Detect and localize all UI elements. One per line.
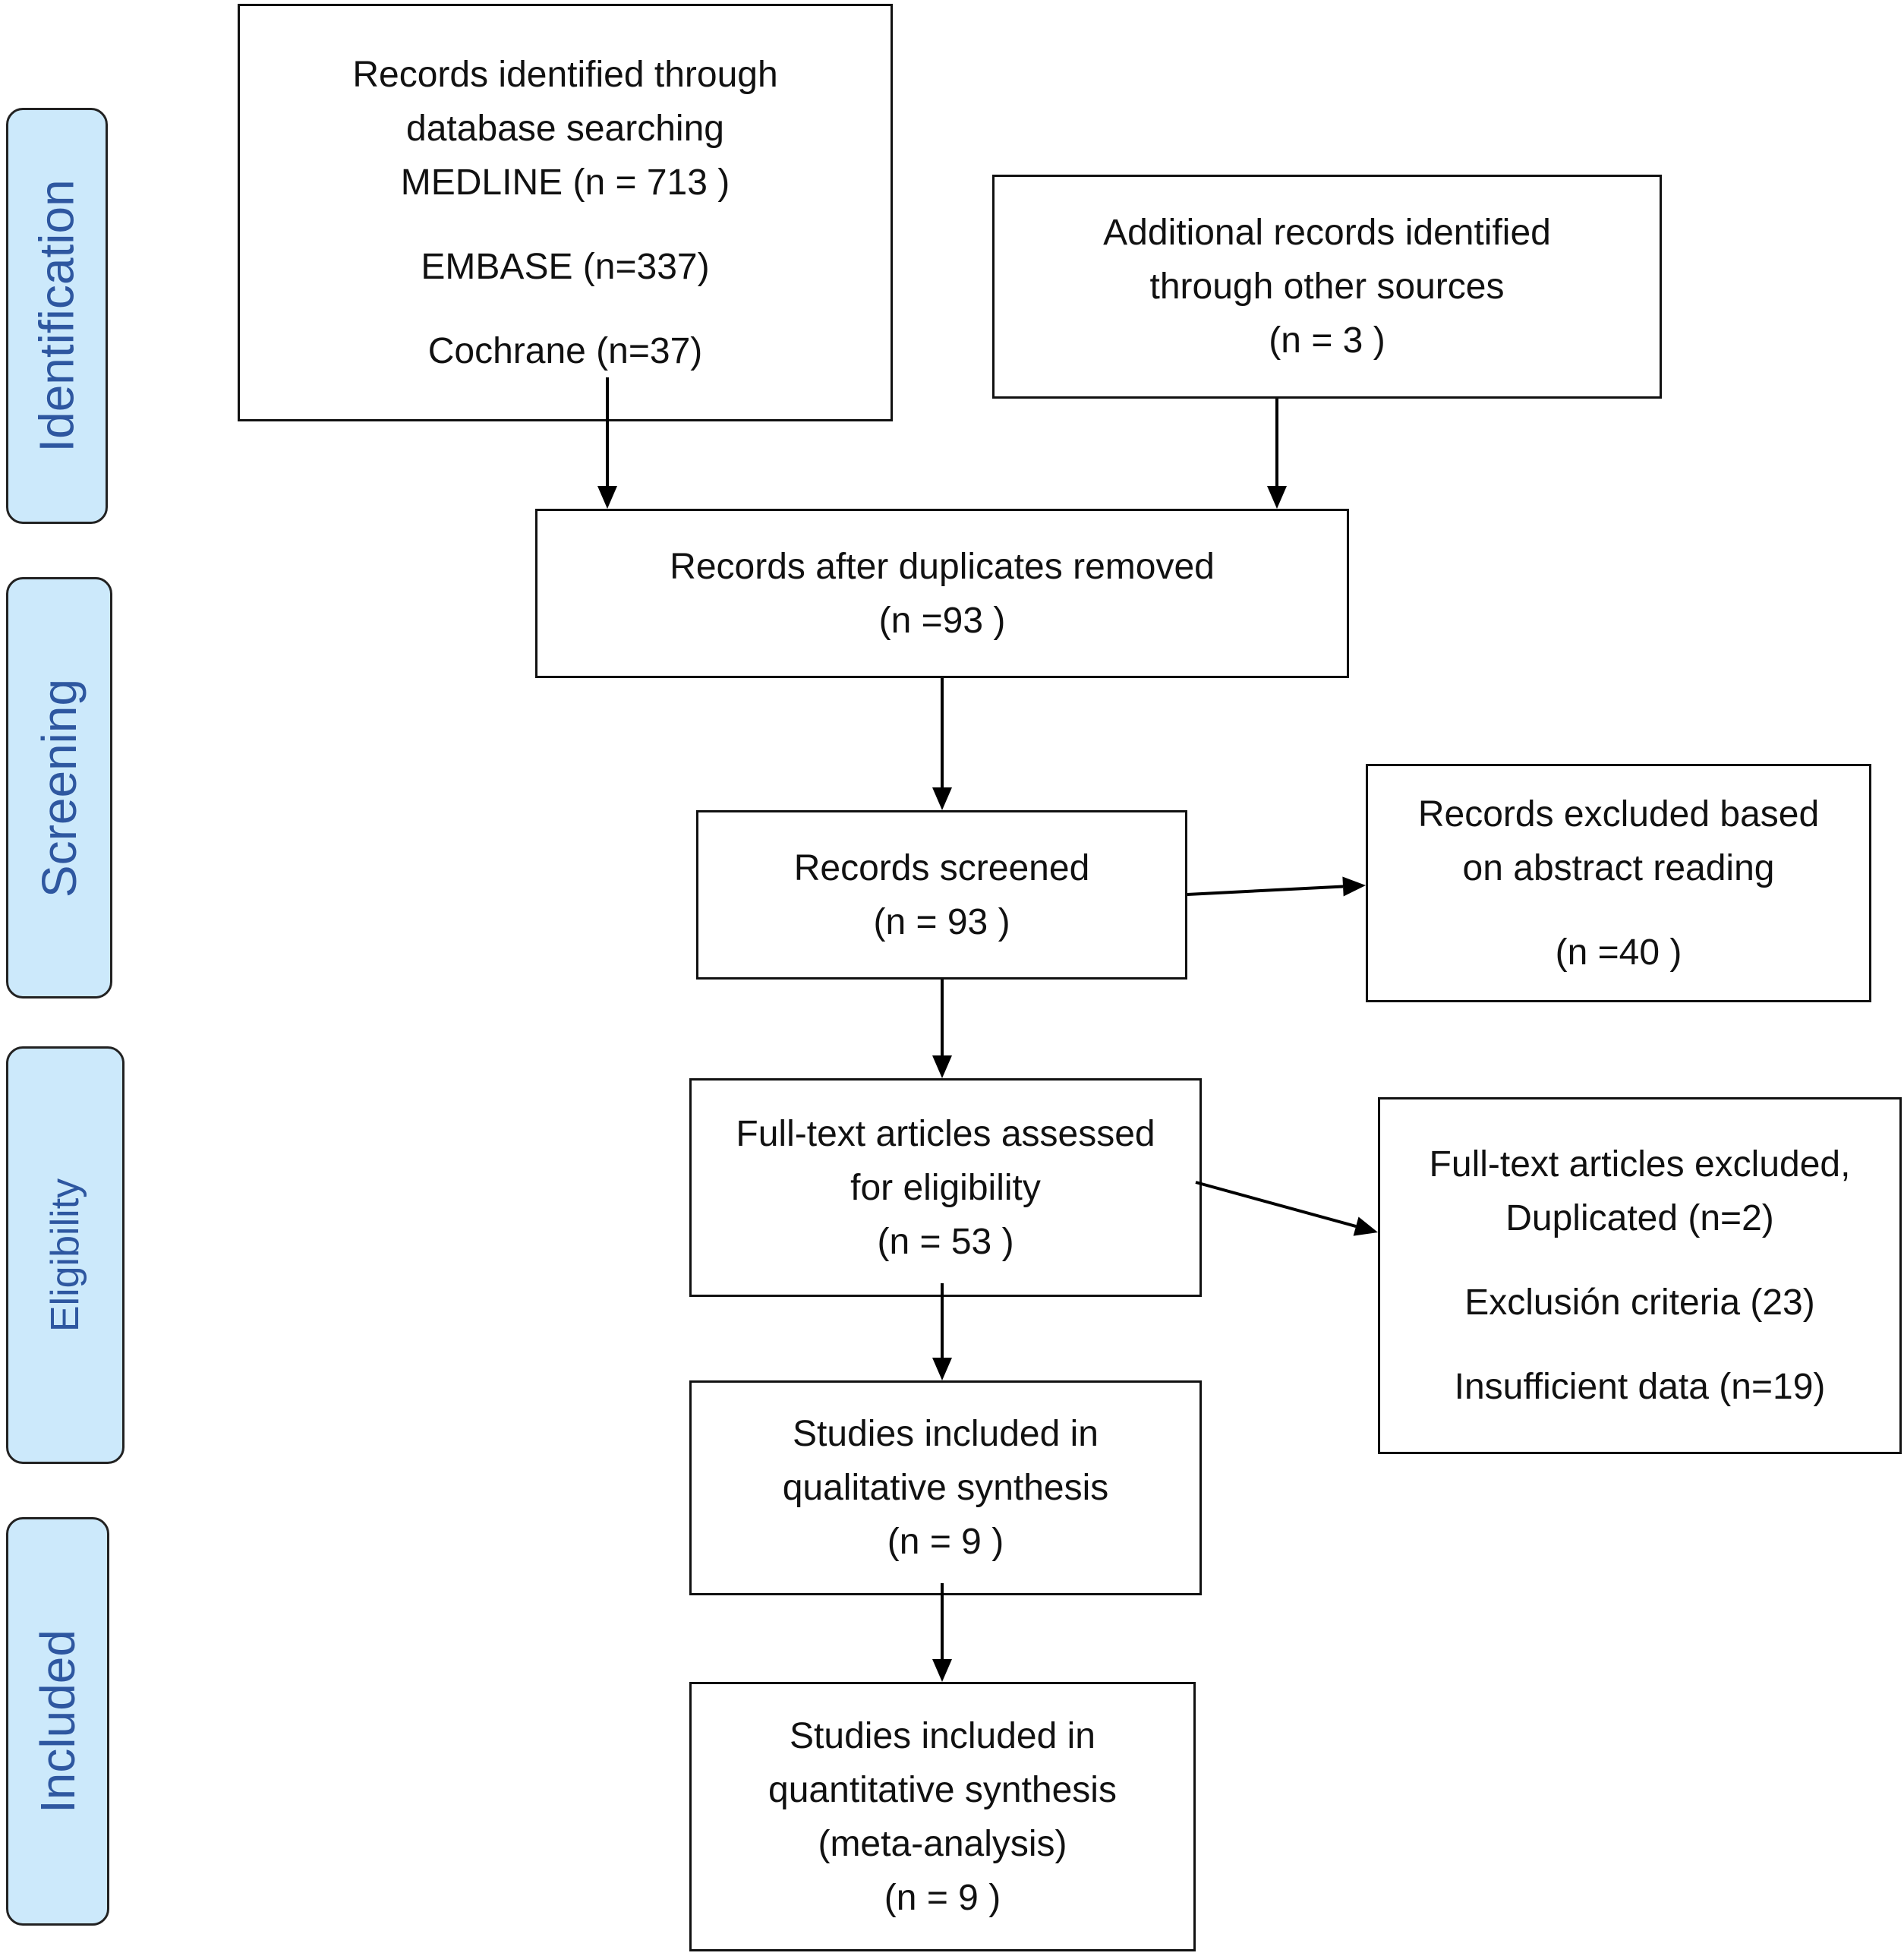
other-sources-line-2: through other sources	[1149, 267, 1505, 307]
medline-count: MEDLINE (n = 713 )	[400, 162, 730, 203]
other-sources-count: (n = 3 )	[1269, 320, 1385, 361]
records-screened-label: Records screened	[793, 847, 1090, 888]
arrow-duplicates-to-screened-head	[932, 787, 952, 810]
arrow-qualitative-to-quantitative-head	[932, 1659, 952, 1682]
fulltext-assessed-count: (n = 53 )	[877, 1221, 1014, 1262]
excluded-abstract-line-1: Records excluded based	[1417, 793, 1820, 834]
qualitative-line-2: qualitative synthesis	[782, 1468, 1109, 1508]
excluded-abstract-count: (n =40 )	[1555, 932, 1682, 973]
arrow-qualitative-to-quantitative	[932, 1583, 952, 1682]
fulltext-assessed-box: Full-text articles assessed for eligibil…	[689, 1078, 1202, 1297]
excluded-abstract-line-2: on abstract reading	[1462, 847, 1775, 888]
fulltext-excluded-title: Full-text articles excluded,	[1429, 1144, 1851, 1185]
phase-eligibility: Eligibility	[6, 1046, 125, 1464]
arrow-database-to-duplicates	[597, 377, 617, 509]
insufficient-data-count: Insufficient data (n=19)	[1454, 1367, 1826, 1407]
arrow-duplicates-to-screened	[932, 678, 952, 810]
database-search-box: Records identified through database sear…	[238, 4, 893, 421]
arrow-screened-to-fulltext	[932, 980, 952, 1078]
database-search-line-2: database searching	[406, 108, 724, 149]
qualitative-line-1: Studies included in	[793, 1414, 1099, 1454]
fulltext-assessed-line-1: Full-text articles assessed	[736, 1113, 1155, 1154]
quantitative-line-2: quantitative synthesis	[768, 1769, 1117, 1810]
duplicated-count: Duplicated (n=2)	[1505, 1198, 1774, 1238]
arrow-other-to-duplicates	[1267, 399, 1287, 509]
other-sources-line-1: Additional records identified	[1103, 213, 1551, 253]
arrow-screened-to-excluded-line	[1187, 885, 1344, 896]
phase-included: Included	[6, 1517, 109, 1926]
arrow-fulltext-to-qualitative	[932, 1283, 952, 1380]
duplicates-removed-label: Records after duplicates removed	[670, 546, 1215, 587]
arrow-other-to-duplicates-head	[1267, 486, 1287, 509]
phase-identification: Identification	[6, 108, 108, 524]
other-sources-box: Additional records identified through ot…	[992, 175, 1662, 399]
arrow-screened-to-fulltext-head	[932, 1055, 952, 1078]
embase-count: EMBASE (n=337)	[421, 246, 710, 287]
cochrane-count: Cochrane (n=37)	[427, 330, 703, 371]
arrow-screened-to-excluded	[1187, 876, 1366, 897]
arrow-group	[597, 377, 1378, 1682]
fulltext-assessed-line-2: for eligibility	[850, 1167, 1041, 1208]
qualitative-count: (n = 9 )	[887, 1522, 1004, 1562]
records-screened-count: (n = 93 )	[873, 901, 1010, 942]
fulltext-excluded-box: Full-text articles excluded, Duplicated …	[1378, 1097, 1902, 1454]
exclusion-criteria-count: Exclusión criteria (23)	[1464, 1282, 1815, 1323]
arrow-fulltext-to-excluded	[1195, 1181, 1378, 1236]
arrow-database-to-duplicates-head	[597, 486, 617, 509]
excluded-abstract-box: Records excluded based on abstract readi…	[1366, 764, 1871, 1002]
phase-screening: Screening	[6, 577, 112, 999]
duplicates-removed-box: Records after duplicates removed (n =93 …	[535, 509, 1349, 678]
qualitative-synthesis-box: Studies included in qualitative synthesi…	[689, 1380, 1202, 1595]
quantitative-synthesis-box: Studies included in quantitative synthes…	[689, 1682, 1196, 1951]
arrow-fulltext-to-qualitative-head	[932, 1358, 952, 1380]
database-search-line-1: Records identified through	[352, 54, 778, 95]
quantitative-count: (n = 9 )	[884, 1877, 1001, 1918]
duplicates-removed-count: (n =93 )	[878, 600, 1006, 641]
records-screened-box: Records screened (n = 93 )	[696, 810, 1187, 980]
arrow-fulltext-to-excluded-line	[1195, 1181, 1357, 1228]
quantitative-line-1: Studies included in	[790, 1715, 1095, 1756]
arrow-screened-to-excluded-head	[1342, 876, 1366, 897]
quantitative-line-3: (meta-analysis)	[818, 1823, 1067, 1864]
arrow-fulltext-to-excluded-head	[1353, 1216, 1378, 1236]
